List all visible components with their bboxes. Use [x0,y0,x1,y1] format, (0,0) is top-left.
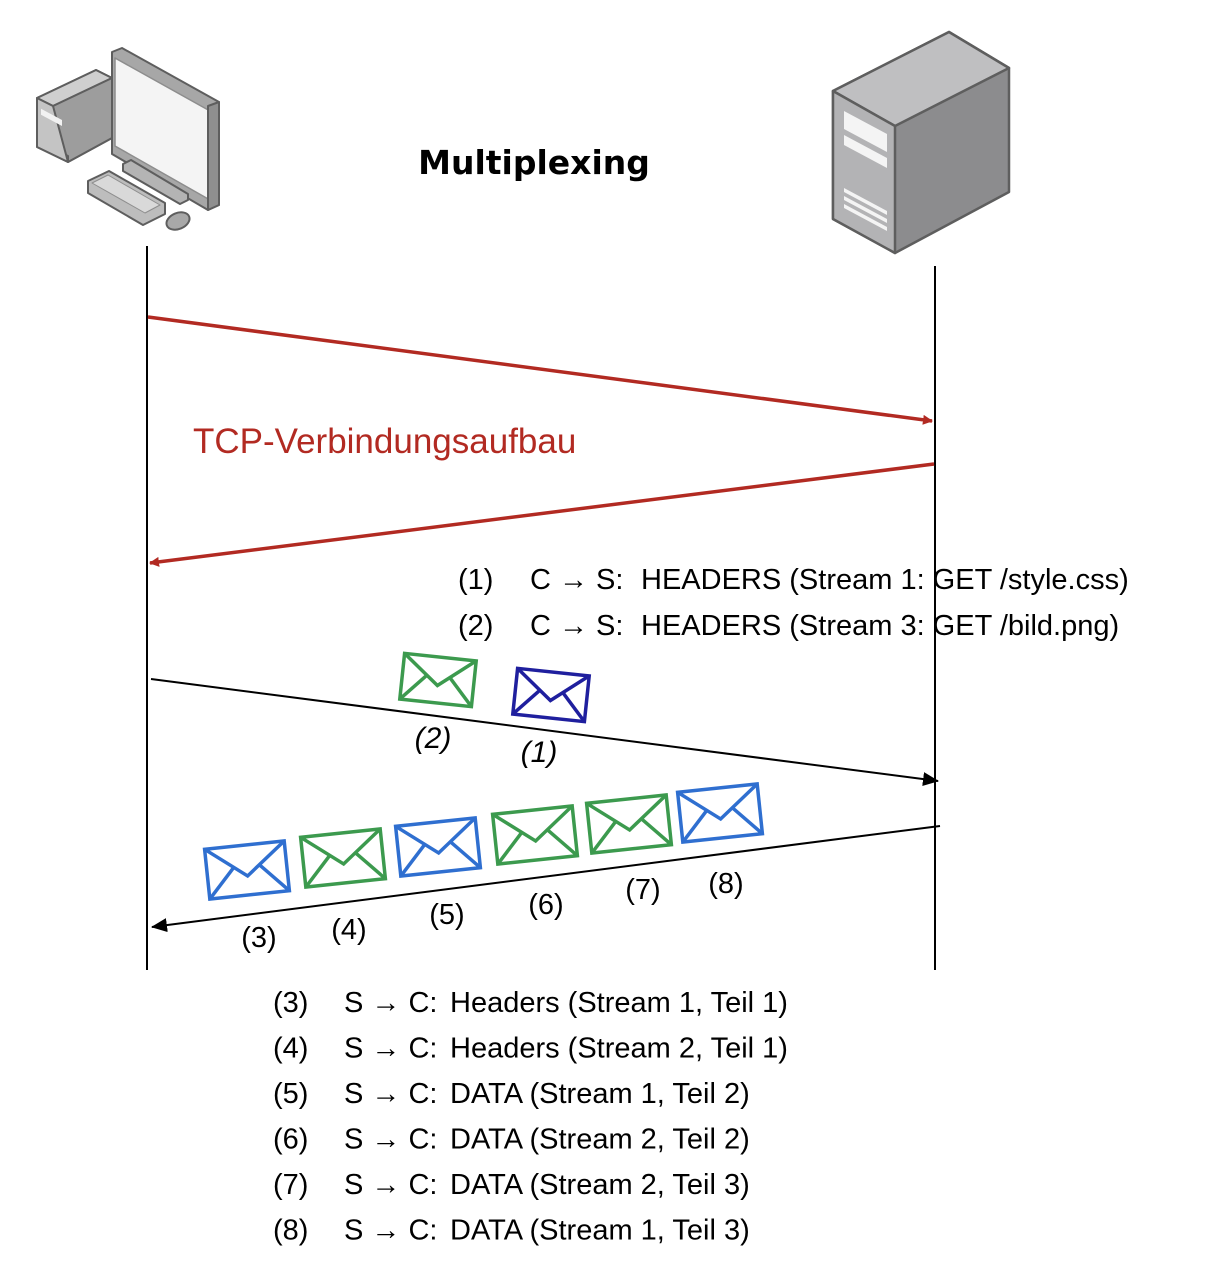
response-line-text: DATA (Stream 1, Teil 2) [450,1078,750,1110]
request-line-2-text: HEADERS (Stream 3: GET /bild.png) [641,610,1119,642]
response-line-text: Headers (Stream 2, Teil 1) [450,1033,788,1065]
response-legend: (3) S → C: Headers (Stream 1, Teil 1) (4) S … [273,987,788,1247]
response-line-num: (3) [273,987,308,1019]
response-line-text: Headers (Stream 1, Teil 1) [450,987,788,1019]
envelope-icon [393,816,483,878]
envelope-icon [490,804,580,866]
request-line-1-num: (1) [458,564,493,596]
response-line-text: DATA (Stream 2, Teil 2) [450,1124,750,1156]
response-line-num: (8) [273,1215,308,1247]
desktop-computer-icon [36,47,220,231]
response-envelope-label: (8) [708,868,743,900]
response-line-dir: S → C: [344,1124,437,1156]
response-line-dir: S → C: [344,1078,437,1110]
request-line-1-text: HEADERS (Stream 1: GET /style.css) [641,564,1129,596]
response-line-text: DATA (Stream 2, Teil 3) [450,1169,750,1201]
request-envelope-label: (1) [521,736,558,769]
response-line-num: (6) [273,1124,308,1156]
server-tower-icon [831,30,1011,255]
request-line-2-num: (2) [458,610,493,642]
response-envelope-label: (3) [241,922,276,954]
envelope-icon [675,782,765,844]
response-envelope-label: (4) [331,914,366,946]
request-line-2-dir: C → S: [530,610,623,642]
response-line-dir: S → C: [344,987,437,1019]
request-line-1-dir: C → S: [530,564,623,596]
tcp-syn-arrow [147,315,933,425]
envelope-icon [397,651,479,709]
request-envelope-label: (2) [415,722,452,755]
response-arrow [151,825,941,933]
response-line-num: (4) [273,1033,308,1065]
request-arrow [150,678,939,787]
envelope-icon [510,666,592,724]
response-line-text: DATA (Stream 1, Teil 3) [450,1215,750,1247]
response-envelope-label: (5) [429,899,464,931]
diagram-title: Multiplexing [418,143,650,182]
response-envelope-label: (6) [528,889,563,921]
response-line-num: (7) [273,1169,308,1201]
tcp-synack-arrow [149,462,935,567]
response-line-dir: S → C: [344,1215,437,1247]
envelope-icon [298,827,388,889]
envelope-icon [584,793,674,855]
response-line-dir: S → C: [344,1169,437,1201]
response-line-dir: S → C: [344,1033,437,1065]
envelope-icon [202,839,292,901]
response-envelope-label: (7) [625,874,660,906]
request-legend: (1) C → S: HEADERS (Stream 1: GET /style… [458,564,1129,642]
tcp-handshake-label: TCP-Verbindungsaufbau [193,422,576,461]
response-line-num: (5) [273,1078,308,1110]
